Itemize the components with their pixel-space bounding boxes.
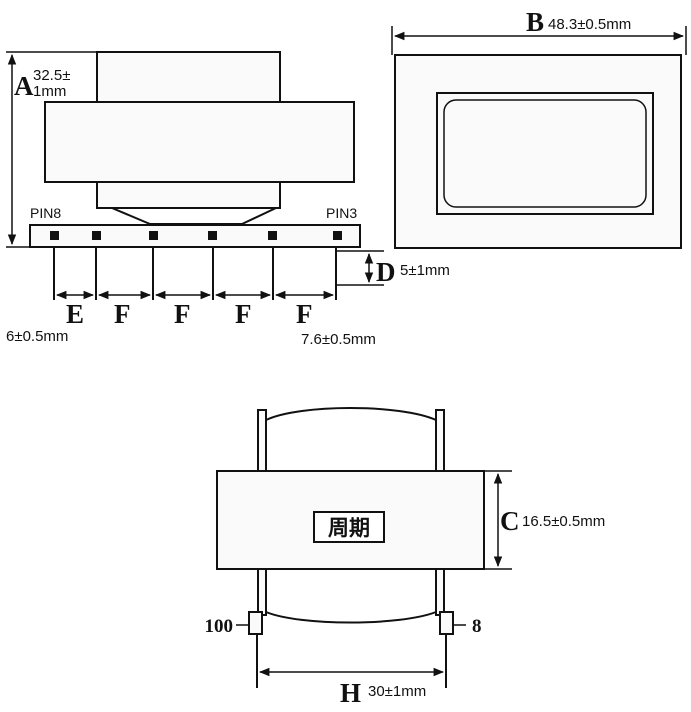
dimension-f-letter: F bbox=[296, 299, 313, 329]
pin-squares bbox=[50, 231, 342, 240]
dimension-b-letter: B bbox=[526, 7, 544, 37]
pin-left-number: 100 bbox=[205, 616, 234, 637]
pin-right-label: PIN3 bbox=[326, 205, 357, 221]
pin-leads bbox=[53, 247, 337, 300]
pin-square bbox=[92, 231, 101, 240]
top-view-window bbox=[436, 92, 654, 215]
dimension-d-value: 5±1mm bbox=[400, 262, 450, 279]
dimension-h-letter: H bbox=[340, 678, 361, 708]
pin-block-left bbox=[248, 611, 263, 635]
dimension-h-value: 30±1mm bbox=[368, 683, 426, 700]
dimension-f-letter: F bbox=[235, 299, 252, 329]
pin-square bbox=[50, 231, 59, 240]
dimension-f-value: 7.6±0.5mm bbox=[301, 331, 376, 348]
pin-block-right bbox=[439, 611, 454, 635]
dimension-c-value: 16.5±0.5mm bbox=[522, 513, 605, 530]
dimension-f-letter: F bbox=[174, 299, 191, 329]
label-box-text: 周期 bbox=[328, 516, 370, 540]
dimension-e-value: 6±0.5mm bbox=[6, 328, 68, 345]
pin-square bbox=[208, 231, 217, 240]
pin-base-bar bbox=[29, 224, 361, 248]
dimension-a-letter: A bbox=[14, 71, 34, 101]
dimension-d-letter: D bbox=[376, 257, 396, 287]
coil-body bbox=[44, 101, 355, 183]
side-view: 周期 100 8 C 16.5±0.5mm H 30±1mm bbox=[205, 407, 605, 708]
dimension-b-value: 48.3±0.5mm bbox=[548, 16, 631, 33]
label-box bbox=[313, 511, 385, 543]
front-view: PIN8 PIN3 A 32.5± 1mm D 5±1mm E F F F F … bbox=[6, 51, 450, 348]
pin-square bbox=[333, 231, 342, 240]
winding-bottom bbox=[265, 611, 437, 624]
pin-square bbox=[268, 231, 277, 240]
core-bottom-block bbox=[96, 181, 281, 209]
dimension-c-letter: C bbox=[500, 506, 520, 536]
pin-right-number: 8 bbox=[472, 616, 482, 637]
dimension-a-value-line1: 32.5± bbox=[33, 67, 70, 84]
dimension-a-value-line2: 1mm bbox=[33, 83, 66, 100]
dimension-e-letter: E bbox=[66, 299, 84, 329]
bobbin-taper bbox=[111, 207, 277, 225]
dimension-f-letter: F bbox=[114, 299, 131, 329]
top-view-window-inner bbox=[443, 99, 647, 208]
top-view-outline bbox=[394, 54, 682, 249]
pin-square bbox=[149, 231, 158, 240]
core-top-block bbox=[96, 51, 281, 103]
winding-top bbox=[265, 407, 437, 421]
pin-left-label: PIN8 bbox=[30, 205, 61, 221]
top-view: B 48.3±0.5mm bbox=[391, 7, 687, 249]
